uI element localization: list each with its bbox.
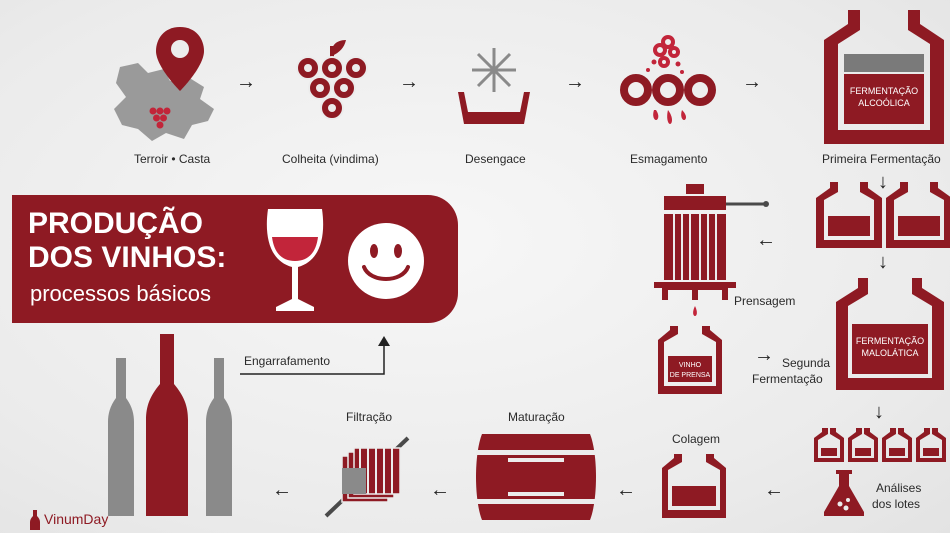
terroir-label: Terroir • Casta xyxy=(134,152,211,166)
arrow-right-icon: → xyxy=(742,71,762,93)
arrow-down-icon: ↓ xyxy=(878,251,888,273)
segunda-label-2: Fermentação xyxy=(752,372,823,386)
maturacao-label: Maturação xyxy=(508,410,565,424)
terroir-map-icon xyxy=(114,27,214,141)
malolatica-line2: MALOLÁTICA xyxy=(861,348,918,358)
banner-subtitle: processos básicos xyxy=(30,281,211,306)
barrel-icon xyxy=(476,434,596,520)
title-banner: PRODUÇÃO DOS VINHOS: processos básicos xyxy=(12,195,458,323)
analises-label-1: Análises xyxy=(876,481,922,495)
arrow-left-icon: ← xyxy=(756,229,776,251)
wine-press-icon xyxy=(654,184,769,316)
split-tanks-icon xyxy=(816,182,950,248)
fining-tank-icon xyxy=(662,454,726,518)
malolatica-line1: FERMENTAÇÃO xyxy=(856,336,924,346)
arrow-left-icon: ← xyxy=(616,479,636,501)
colheita-label: Colheita (vindima) xyxy=(282,152,379,166)
brand-name: VinumDay xyxy=(44,511,109,527)
arrow-left-icon: ← xyxy=(764,479,784,501)
alcoholic-fermentation-tank-icon: FERMENTAÇÃO ALCOÓLICA xyxy=(824,10,944,144)
alcoolica-line2: ALCOÓLICA xyxy=(858,98,910,108)
press-wine-tank-icon: VINHO DE PRENSA xyxy=(658,326,722,394)
brand-bottle-icon xyxy=(30,510,40,530)
esmagamento-label: Esmagamento xyxy=(630,152,708,166)
arrow-down-icon: ↓ xyxy=(874,401,884,423)
lot-tanks-icon xyxy=(814,428,946,462)
arrow-left-icon: ← xyxy=(272,479,292,501)
primeira-fermentacao-label: Primeira Fermentação xyxy=(822,152,941,166)
arrow-right-icon: → xyxy=(565,71,585,93)
wine-glass-icon xyxy=(266,209,324,311)
lab-flask-icon xyxy=(824,470,864,516)
segunda-label-1: Segunda xyxy=(782,356,831,370)
destemmer-icon xyxy=(458,48,530,124)
arrow-down-icon: ↓ xyxy=(878,171,888,193)
smiley-icon xyxy=(348,223,424,299)
bottling-connector xyxy=(240,336,390,375)
filtracao-label: Filtração xyxy=(346,410,393,424)
banner-title-line1: PRODUÇÃO xyxy=(28,207,204,240)
colagem-label: Colagem xyxy=(672,432,721,446)
vinho-line1: VINHO xyxy=(679,362,702,369)
arrow-right-icon: → xyxy=(754,344,774,366)
prensagem-label: Prensagem xyxy=(734,294,796,308)
bottles-icon xyxy=(108,334,232,516)
analises-label-2: dos lotes xyxy=(872,497,921,511)
engarrafamento-label: Engarrafamento xyxy=(244,354,331,368)
malolactic-fermentation-tank-icon: FERMENTAÇÃO MALOLÁTICA xyxy=(836,278,944,390)
arrow-left-icon: ← xyxy=(430,479,450,501)
alcoolica-line1: FERMENTAÇÃO xyxy=(850,86,918,96)
arrow-right-icon: → xyxy=(236,71,256,93)
grapes-icon xyxy=(296,40,368,120)
banner-title-line2: DOS VINHOS: xyxy=(28,241,227,274)
crushing-icon xyxy=(620,35,716,124)
desengace-label: Desengace xyxy=(465,152,526,166)
vinho-line2: DE PRENSA xyxy=(670,372,711,379)
arrow-right-icon: → xyxy=(399,71,419,93)
filter-icon xyxy=(324,436,410,518)
